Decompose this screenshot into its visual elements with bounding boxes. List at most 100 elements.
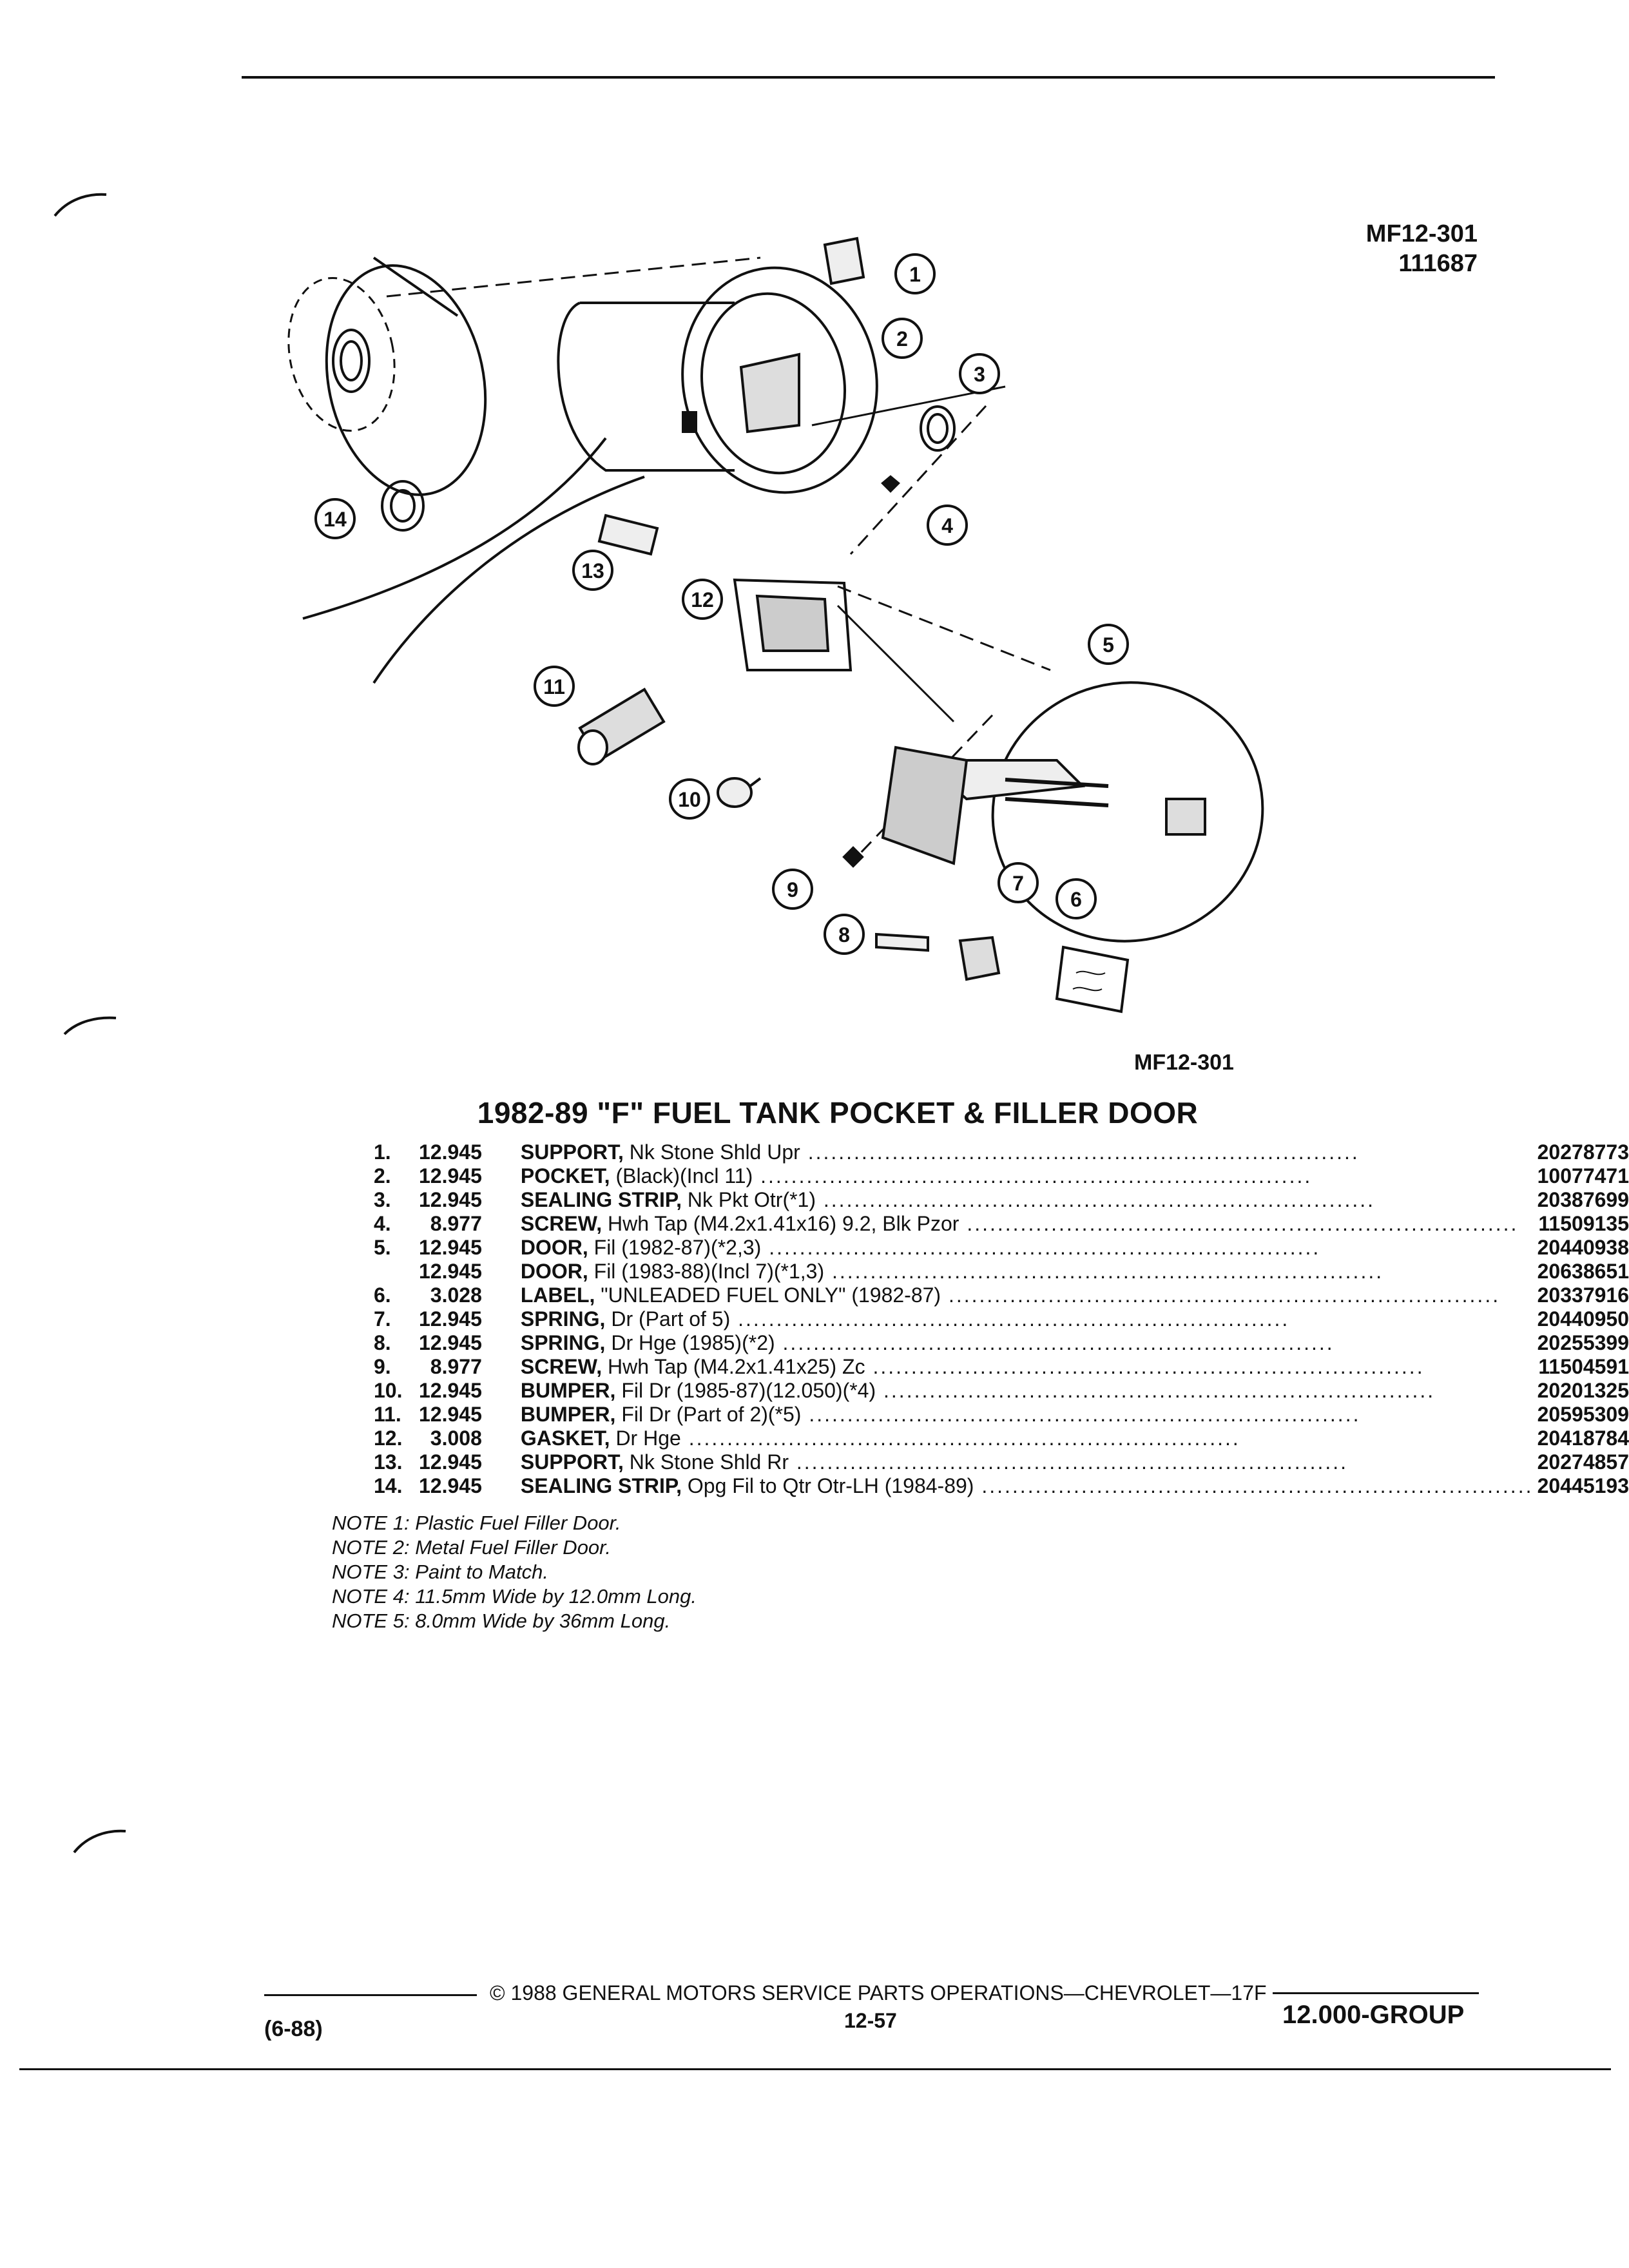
part-number: 11509135	[1538, 1212, 1629, 1235]
part-item-number: 7.	[374, 1307, 391, 1331]
leader-dots: ........................................…	[775, 1331, 1335, 1354]
callout-3: 3	[959, 353, 1000, 394]
callout-number: 10	[678, 788, 701, 811]
part-name: GASKET,	[520, 1427, 610, 1450]
part-item-number: 2.	[374, 1164, 391, 1187]
leader-dots: ........................................…	[865, 1355, 1425, 1378]
parts-row: 8. 12.945 SPRING, Dr Hge (1985)(*2) ......…	[335, 1331, 1629, 1355]
part-description: SCREW, Hwh Tap (M4.2x1.41x25) Zc .......…	[521, 1355, 1534, 1379]
part-7-spring	[958, 936, 1001, 981]
part-8-spring	[875, 932, 929, 952]
part-detail: Hwh Tap (M4.2x1.41x16) 9.2, Blk Pzor	[602, 1212, 959, 1235]
part-number: 20337916	[1537, 1283, 1629, 1307]
part-detail: Fil (1982-87)(*2,3)	[588, 1236, 762, 1259]
part-item-number: 3.	[374, 1188, 391, 1211]
part-number: 20638651	[1537, 1260, 1629, 1283]
part-12-gasket	[733, 578, 853, 671]
part-item-number: 8.	[374, 1331, 391, 1354]
leader-dots: ........................................…	[816, 1188, 1376, 1211]
note-item: NOTE 3: Paint to Match.	[332, 1561, 548, 1583]
part-name: DOOR,	[520, 1260, 588, 1283]
bottom-rule	[19, 2068, 1611, 2070]
part-description: SUPPORT, Nk Stone Shld Upr .............…	[521, 1140, 1534, 1164]
part-group-number: 12.945	[418, 1331, 482, 1354]
callout-number: 3	[974, 363, 985, 386]
callout-number: 11	[543, 675, 565, 698]
part-number: 20440950	[1537, 1307, 1629, 1331]
part-name: SCREW,	[520, 1212, 602, 1235]
part-detail: Fil Dr (1985-87)(12.050)(*4)	[615, 1379, 876, 1402]
part-description: SEALING STRIP, Opg Fil to Qtr Otr-LH (19…	[521, 1474, 1534, 1498]
part-name: SCREW,	[520, 1355, 602, 1378]
part-number: 20440938	[1537, 1236, 1629, 1259]
figure-label: MF12-301	[1134, 1050, 1234, 1075]
callout-7: 7	[998, 862, 1039, 903]
callout-6: 6	[1055, 878, 1097, 919]
part-group-number: 12.945	[418, 1379, 482, 1402]
callout-1: 1	[894, 253, 936, 294]
fuel-tank-pocket	[557, 266, 878, 494]
part-10-bumper	[717, 777, 762, 808]
part-group-number: 12.945	[418, 1403, 482, 1426]
leader-line-d	[837, 585, 1051, 671]
notes-list: NOTE 1: Plastic Fuel Filler Door.NOTE 2:…	[332, 1511, 697, 1633]
leader-dots: ........................................…	[941, 1283, 1501, 1307]
callout-13: 13	[572, 550, 613, 591]
part-detail: Nk Pkt Otr(*1)	[681, 1188, 816, 1211]
part-name: LABEL,	[520, 1283, 595, 1307]
figure-header: MF12-301 111687	[1220, 219, 1478, 278]
leader-dots: ........................................…	[753, 1164, 1313, 1187]
callout-circle	[682, 579, 723, 620]
footer-page-number: 12-57	[844, 2009, 897, 2032]
footer-group: 12.000-GROUP	[1282, 2001, 1465, 2029]
part-item-number: 14.	[374, 1474, 403, 1497]
part-name: SPRING,	[520, 1331, 606, 1354]
part-number: 20274857	[1537, 1450, 1629, 1474]
part-detail: Dr Hge (1985)(*2)	[605, 1331, 775, 1354]
note-item: NOTE 2: Metal Fuel Filler Door.	[332, 1536, 611, 1559]
callout-number: 1	[909, 263, 921, 286]
leader-dots: ........................................…	[876, 1379, 1436, 1402]
leader-dots: ........................................…	[801, 1403, 1361, 1426]
leader-dots: ........................................…	[730, 1307, 1290, 1331]
leader-line-c	[849, 405, 987, 555]
part-number: 20255399	[1537, 1331, 1629, 1354]
callout-circle	[572, 550, 613, 591]
leader-line-e	[849, 714, 994, 865]
parts-row: 10. 12.945 BUMPER, Fil Dr (1985-87)(12.050…	[335, 1379, 1629, 1403]
part-13-support	[597, 514, 659, 556]
footer-date: (6-88)	[264, 2017, 323, 2041]
part-description: DOOR, Fil (1983-88)(Incl 7)(*1,3) ......…	[521, 1260, 1534, 1283]
leader-dots: ........................................…	[974, 1474, 1534, 1497]
part-item-number: 12.	[374, 1427, 403, 1450]
part-name: BUMPER,	[520, 1379, 616, 1402]
callout-14: 14	[314, 498, 356, 539]
callout-2: 2	[882, 318, 923, 359]
footer-rule-left	[264, 1994, 477, 1996]
part-description: SUPPORT, Nk Stone Shld Rr ..............…	[521, 1450, 1534, 1474]
footer-copyright: © 1988 GENERAL MOTORS SERVICE PARTS OPER…	[490, 1981, 1267, 2004]
body-panel-curve	[372, 476, 645, 684]
part-name: SUPPORT,	[520, 1450, 624, 1474]
callout-circle	[772, 869, 813, 910]
part-item-number: 10.	[374, 1379, 403, 1402]
page-title: 1982-89 "F" FUEL TANK POCKET & FILLER DO…	[477, 1096, 1199, 1129]
part-name: SEALING STRIP,	[520, 1474, 682, 1497]
part-detail: "UNLEADED FUEL ONLY" (1982-87)	[595, 1283, 941, 1307]
part-number: 20387699	[1537, 1188, 1629, 1211]
part-description: SCREW, Hwh Tap (M4.2x1.41x16) 9.2, Blk P…	[521, 1212, 1534, 1236]
leader-dots: ........................................…	[959, 1212, 1519, 1235]
part-6-label	[1055, 945, 1130, 1014]
